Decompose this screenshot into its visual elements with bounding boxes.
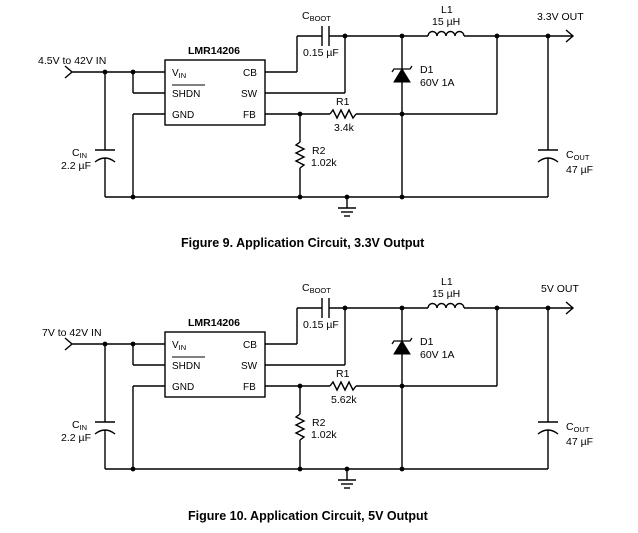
input-label: 4.5V to 42V IN xyxy=(38,55,106,67)
figure-9: 4.5V to 42V IN 3.3V OUT LMR14206 VIN SHD… xyxy=(38,4,593,250)
cout-value: 47 µF xyxy=(566,436,593,448)
pin-sw: SW xyxy=(241,89,258,100)
figure-caption: Figure 10. Application Circuit, 5V Outpu… xyxy=(188,509,429,523)
r2-value: 1.02k xyxy=(311,429,337,441)
diode-name: D1 xyxy=(420,336,434,348)
cboot-name: CBOOT xyxy=(302,282,331,295)
cboot-value: 0.15 µF xyxy=(303,47,339,59)
r1-name: R1 xyxy=(336,368,350,380)
output-label: 5V OUT xyxy=(541,283,580,295)
cin-name: CIN xyxy=(72,419,87,432)
cboot-value: 0.15 µF xyxy=(303,319,339,331)
figure-caption: Figure 9. Application Circuit, 3.3V Outp… xyxy=(181,236,425,250)
cboot-name: CBOOT xyxy=(302,10,331,23)
pin-shdn: SHDN xyxy=(172,89,200,100)
input-label: 7V to 42V IN xyxy=(42,327,102,339)
r2-value: 1.02k xyxy=(311,157,337,169)
cout-name: COUT xyxy=(566,421,590,434)
r2-name: R2 xyxy=(312,417,326,429)
pin-cb: CB xyxy=(243,68,257,79)
cout-value: 47 µF xyxy=(566,164,593,176)
pin-sw: SW xyxy=(241,361,258,372)
cin-value: 2.2 µF xyxy=(61,432,91,444)
diode-value: 60V 1A xyxy=(420,77,454,89)
pin-vin: VIN xyxy=(172,340,186,352)
cout-name: COUT xyxy=(566,149,590,162)
pin-fb: FB xyxy=(243,382,256,393)
pin-gnd: GND xyxy=(172,382,194,393)
r1-value: 5.62k xyxy=(331,394,357,406)
pin-vin: VIN xyxy=(172,68,186,80)
cin-value: 2.2 µF xyxy=(61,160,91,172)
pin-shdn: SHDN xyxy=(172,361,200,372)
cin-name: CIN xyxy=(72,147,87,160)
diode-value: 60V 1A xyxy=(420,349,454,361)
output-label: 3.3V OUT xyxy=(537,11,584,23)
diode-name: D1 xyxy=(420,64,434,76)
chip-name: LMR14206 xyxy=(188,317,240,329)
inductor-value: 15 µH xyxy=(432,288,460,300)
r1-name: R1 xyxy=(336,96,350,108)
inductor-name: L1 xyxy=(441,4,453,16)
r2-name: R2 xyxy=(312,145,326,157)
r1-value: 3.4k xyxy=(334,122,355,134)
inductor-value: 15 µH xyxy=(432,16,460,28)
pin-fb: FB xyxy=(243,110,256,121)
inductor-name: L1 xyxy=(441,276,453,288)
pin-cb: CB xyxy=(243,340,257,351)
chip-name: LMR14206 xyxy=(188,45,240,57)
pin-gnd: GND xyxy=(172,110,194,121)
figure-10: 7V to 42V IN 5V OUT LMR14206 VIN SHDN GN… xyxy=(42,276,593,523)
